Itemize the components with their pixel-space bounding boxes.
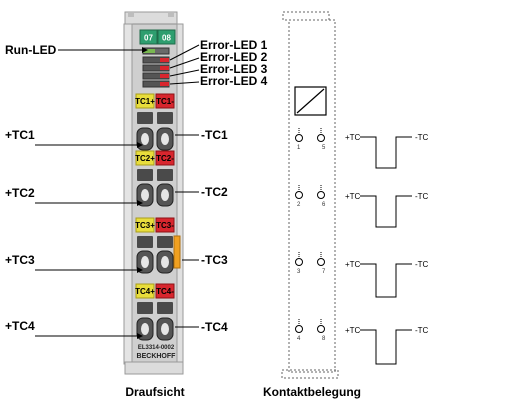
chip-tc4-plus xyxy=(135,283,155,299)
label-error-led-3: Error-LED 3 xyxy=(200,62,268,76)
callout-lines xyxy=(35,44,200,337)
tc-plus-label: +TC xyxy=(345,133,361,142)
pin-group-4: 4 8 xyxy=(295,319,326,342)
pin-contact xyxy=(295,258,303,266)
label-tc3-plus: +TC3 xyxy=(5,253,35,267)
status-led-08-label: 08 xyxy=(162,34,171,43)
terminal-module: 07 08 TC1+ TC1- TC2+ xyxy=(123,11,184,375)
label-error-led-1: Error-LED 1 xyxy=(200,38,268,52)
chip-tc2-minus-label: TC2- xyxy=(156,154,174,163)
pin-number: 2 xyxy=(297,202,301,208)
status-led-07-label: 07 xyxy=(144,34,153,43)
tc-minus-label: -TC xyxy=(415,326,429,335)
pin-group-1: 1 5 xyxy=(295,128,326,151)
label-error-led-2: Error-LED 2 xyxy=(200,50,268,64)
thermocouple-symbols xyxy=(360,136,412,365)
chip-tc1-plus xyxy=(135,93,155,109)
chip-tc3-plus-label: TC3+ xyxy=(135,221,155,230)
orange-tab xyxy=(173,235,181,269)
module-bottom-bracket xyxy=(124,361,184,375)
terminal-slot xyxy=(157,236,173,248)
label-tc4-plus: +TC4 xyxy=(5,319,35,333)
pin-contact xyxy=(317,258,325,266)
label-tc2-plus: +TC2 xyxy=(5,186,35,200)
module-right-rail xyxy=(176,23,184,365)
label-tc1-plus: +TC1 xyxy=(5,128,35,142)
pin-contact xyxy=(295,191,303,199)
caption-contact-assignment: Kontaktbelegung xyxy=(263,385,361,399)
tc-minus-label: -TC xyxy=(415,260,429,269)
thermocouple-1 xyxy=(360,136,412,169)
chip-tc4-minus-label: TC4- xyxy=(156,287,174,296)
chip-tc2-plus-label: TC2+ xyxy=(135,154,155,163)
channel-2: TC2+ TC2- xyxy=(135,150,175,207)
module-model: EL3314-0002 xyxy=(138,345,175,351)
pin-number: 1 xyxy=(297,145,301,151)
tc-minus-label: -TC xyxy=(415,133,429,142)
pin-contact xyxy=(317,191,325,199)
terminal-slot xyxy=(137,302,153,314)
label-tc3-minus: -TC3 xyxy=(201,253,228,267)
channel-1: TC1+ TC1- xyxy=(135,93,175,151)
terminal-slot xyxy=(157,169,173,181)
tc-plus-label: +TC xyxy=(345,192,361,201)
chip-tc1-minus-label: TC1- xyxy=(156,97,174,106)
pin-number: 6 xyxy=(322,202,326,208)
channel-3: TC3+ TC3- xyxy=(135,217,181,274)
pin-group-2: 2 6 xyxy=(295,185,326,208)
caption-top-view: Draufsicht xyxy=(125,385,184,399)
chip-tc2-plus xyxy=(135,150,155,166)
terminal-slot xyxy=(137,236,153,248)
pin-number: 5 xyxy=(322,145,326,151)
pin-number: 7 xyxy=(322,269,326,275)
label-tc1-minus: -TC1 xyxy=(201,128,228,142)
module-brand: BECKHOFF xyxy=(137,353,177,360)
pin-number: 4 xyxy=(297,336,301,342)
terminal-slot xyxy=(157,302,173,314)
terminal-slot xyxy=(137,112,153,124)
pin-number: 3 xyxy=(297,269,301,275)
terminal-slot xyxy=(157,112,173,124)
pin-contact xyxy=(295,325,303,333)
chip-tc1-plus-label: TC1+ xyxy=(135,97,155,106)
chip-tc3-plus xyxy=(135,217,155,233)
contact-assignment: 1 5 2 6 3 7 4 8 xyxy=(281,11,429,379)
terminal-slot xyxy=(137,169,153,181)
module-left-rail xyxy=(123,23,133,365)
tc-minus-label: -TC xyxy=(415,192,429,201)
status-led-07 xyxy=(139,29,158,45)
label-tc4-minus: -TC4 xyxy=(201,320,228,334)
tc-plus-label: +TC xyxy=(345,260,361,269)
label-run-led: Run-LED xyxy=(5,43,57,57)
chip-tc4-minus xyxy=(155,283,175,299)
status-led-08 xyxy=(157,29,176,45)
chip-tc3-minus xyxy=(155,217,175,233)
callout-arrowheads xyxy=(137,47,148,339)
chip-tc2-minus xyxy=(155,150,175,166)
label-error-led-4: Error-LED 4 xyxy=(200,74,268,88)
chip-tc1-minus xyxy=(155,93,175,109)
pin-group-3: 3 7 xyxy=(295,252,326,275)
pin-contact xyxy=(317,134,325,142)
chip-tc4-plus-label: TC4+ xyxy=(135,287,155,296)
label-tc2-minus: -TC2 xyxy=(201,185,228,199)
pin-contact xyxy=(295,134,303,142)
thermocouple-3 xyxy=(360,263,412,298)
pin-number: 8 xyxy=(322,336,326,342)
chip-tc3-minus-label: TC3- xyxy=(156,221,174,230)
thermocouple-2 xyxy=(360,195,412,228)
pin-contact xyxy=(317,325,325,333)
tc-plus-label: +TC xyxy=(345,326,361,335)
contact-module-outline xyxy=(288,19,336,373)
channel-4: TC4+ TC4- xyxy=(135,283,175,341)
thermocouple-4 xyxy=(360,329,412,365)
